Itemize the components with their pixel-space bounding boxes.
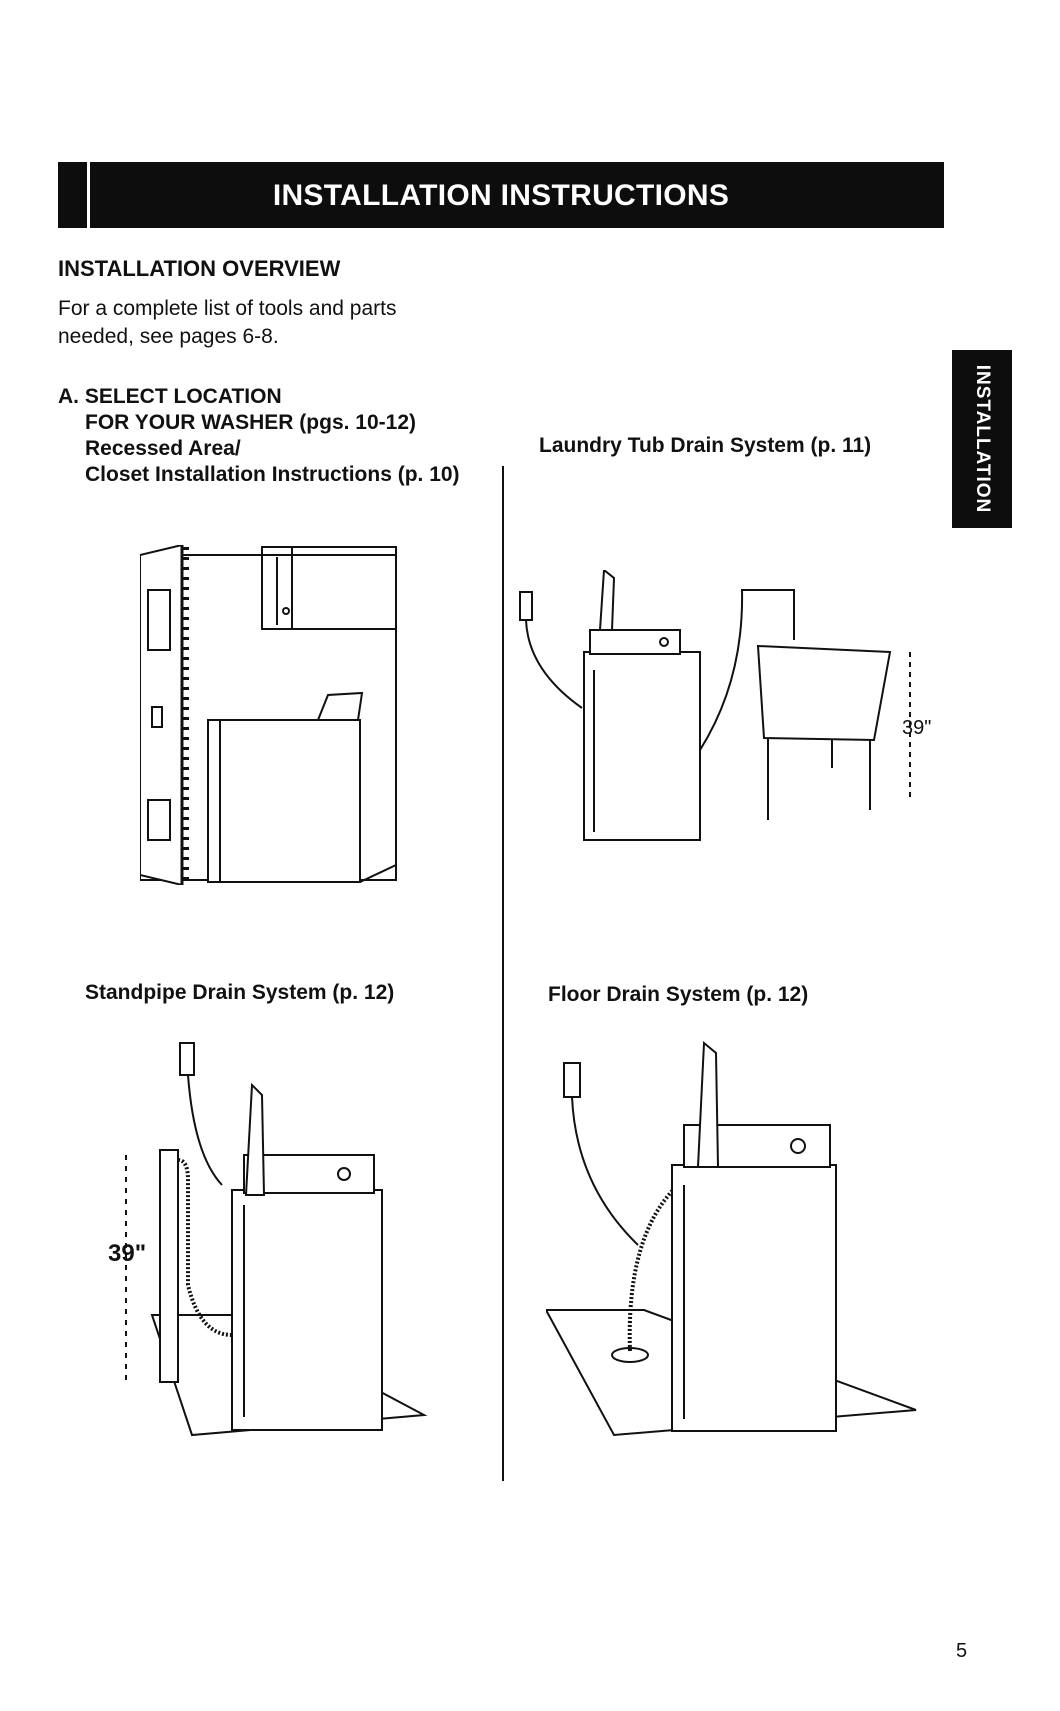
step-a-line1: A. SELECT LOCATION bbox=[58, 385, 282, 408]
washer-dial-icon bbox=[659, 637, 669, 647]
tub-washer-body bbox=[583, 651, 701, 841]
caption-standpipe: Standpipe Drain System (p. 12) bbox=[85, 981, 395, 1004]
wall-outlet-icon bbox=[563, 1062, 581, 1098]
section-side-tab: INSTALLATION bbox=[952, 350, 1012, 528]
page-number: 5 bbox=[956, 1640, 968, 1662]
standpipe-illustration: 39" bbox=[108, 1042, 428, 1437]
wall-outlet-icon bbox=[179, 1042, 195, 1076]
wall-outlet-icon bbox=[519, 591, 533, 621]
page-title: INSTALLATION INSTRUCTIONS bbox=[272, 179, 730, 212]
floor-washer-body bbox=[671, 1164, 837, 1432]
overview-text: For a complete list of tools and parts n… bbox=[58, 297, 397, 348]
power-cord bbox=[525, 619, 583, 709]
caption-floor-drain: Floor Drain System (p. 12) bbox=[548, 983, 809, 1006]
tub-washer-console bbox=[589, 629, 681, 655]
step-a-line2: FOR YOUR WASHER (pgs. 10-12) bbox=[85, 411, 416, 434]
standpipe-washer-console bbox=[243, 1154, 375, 1194]
column-divider bbox=[502, 466, 504, 1481]
side-tab-label: INSTALLATION bbox=[972, 364, 993, 514]
washer-control-panel bbox=[316, 691, 364, 721]
header-banner: INSTALLATION INSTRUCTIONS bbox=[58, 162, 944, 228]
floor-slab bbox=[150, 1314, 428, 1437]
floor-drain-hose bbox=[627, 1183, 680, 1352]
washer-dial-icon bbox=[337, 1167, 351, 1181]
step-a-line3: Recessed Area/ bbox=[85, 437, 241, 460]
floor-drain-icon bbox=[611, 1347, 649, 1363]
floor-slab bbox=[546, 1309, 917, 1437]
cabinet-knob-icon bbox=[282, 607, 290, 615]
standpipe-height-label: 39" bbox=[108, 1240, 146, 1267]
closet-illustration bbox=[140, 545, 397, 885]
overview-heading: INSTALLATION OVERVIEW bbox=[58, 256, 341, 281]
washer-dial-icon bbox=[790, 1138, 806, 1154]
laundry-tub bbox=[756, 644, 892, 742]
power-cord bbox=[187, 1074, 223, 1186]
wall-cabinet bbox=[261, 546, 397, 630]
tub-drain-hose bbox=[699, 589, 795, 751]
standpipe bbox=[159, 1149, 179, 1383]
door-knob-icon bbox=[151, 706, 163, 728]
tub-washer-lid bbox=[598, 570, 616, 631]
banner-notch bbox=[87, 162, 90, 228]
standpipe-washer-lid bbox=[244, 1082, 266, 1196]
closet-washer bbox=[207, 719, 361, 883]
standpipe-drain-hose bbox=[177, 1158, 233, 1337]
step-a-line4: Closet Installation Instructions (p. 10) bbox=[85, 463, 460, 486]
laundry-tub-illustration: 39" bbox=[519, 570, 931, 841]
power-cord bbox=[571, 1096, 639, 1246]
step-a-heading: A. SELECT LOCATION FOR YOUR WASHER (pgs.… bbox=[58, 384, 460, 488]
floor-drain-illustration bbox=[546, 1040, 917, 1437]
door-panel-lower bbox=[147, 799, 171, 841]
caption-laundry-tub: Laundry Tub Drain System (p. 11) bbox=[539, 434, 872, 457]
door-panel-upper bbox=[147, 589, 171, 651]
laundry-height-label: 39" bbox=[902, 717, 931, 739]
floor-washer-lid bbox=[696, 1040, 720, 1168]
standpipe-washer-body bbox=[231, 1189, 383, 1431]
